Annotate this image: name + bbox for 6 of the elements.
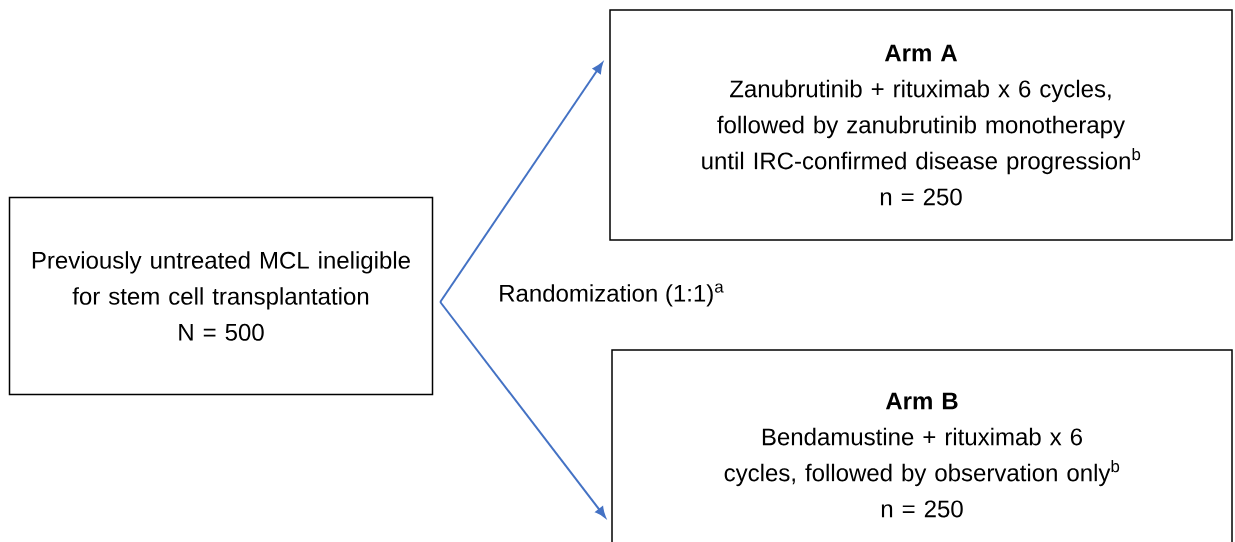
split-label: Randomization (1:1)$^{a}$	[500, 283, 724, 307]
arrow	[439, 301, 606, 518]
population-box: Previously untreated MCL ineligible for stem cell transplantation N = 500	[8, 196, 434, 396]
arm-box: Arm B Bendamustine + rituximab x 6 cycles, followed by observation only$^{b}$ n = 250	[611, 349, 1233, 542]
arrow	[439, 62, 604, 303]
arm-box: Arm A Zanubrutinib + rituximab x 6 cycles, followed by zanubrutinib monotherapy until IRC-confirmed disease progression$^{b}$ n = 250	[609, 9, 1233, 241]
